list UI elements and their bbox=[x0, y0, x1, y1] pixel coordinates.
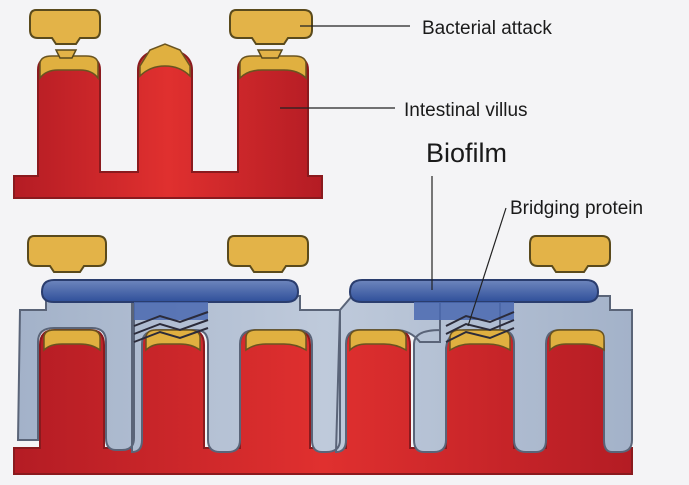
biofilm-left bbox=[42, 280, 298, 302]
bacterium-bottom-3 bbox=[530, 236, 610, 272]
label-bacterial-attack: Bacterial attack bbox=[422, 18, 552, 39]
bacterium-top-2 bbox=[230, 10, 312, 44]
label-intestinal-villus: Intestinal villus bbox=[404, 100, 528, 121]
receptor-2 bbox=[258, 50, 282, 58]
biofilm-fill-left bbox=[134, 302, 208, 320]
top-panel bbox=[14, 10, 322, 198]
bacterium-bottom-1 bbox=[28, 236, 106, 272]
label-biofilm: Biofilm bbox=[426, 138, 507, 168]
bacterium-bottom-2 bbox=[228, 236, 308, 272]
bottom-panel bbox=[14, 236, 632, 474]
label-bridging-protein: Bridging protein bbox=[510, 198, 643, 219]
mucus-coat bbox=[18, 296, 632, 452]
biofilm-right bbox=[350, 280, 598, 302]
bacterium-top-1 bbox=[30, 10, 100, 44]
receptor-1 bbox=[56, 50, 76, 58]
